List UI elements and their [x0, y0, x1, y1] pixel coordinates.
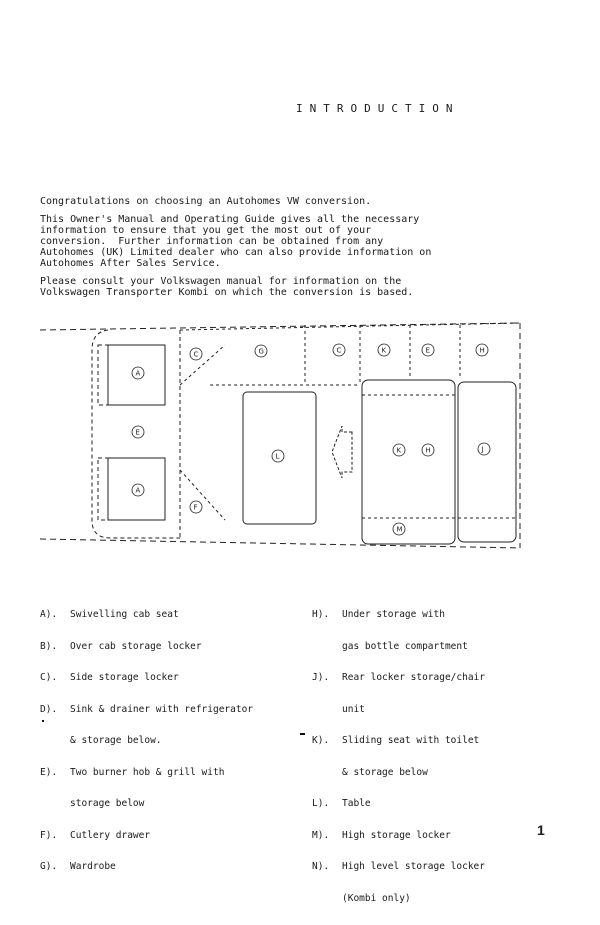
legend-item: L).Table [312, 798, 371, 809]
legend-item: B).Over cab storage locker [40, 640, 202, 652]
svg-text:L: L [276, 453, 280, 461]
intro-paragraph-1: Congratulations on choosing an Autohomes… [40, 196, 372, 207]
legend-item: F).Cutlery drawer [40, 829, 151, 841]
svg-text:M: M [397, 526, 403, 534]
manual-page: INTRODUCTION Congratulations on choosing… [39, 102, 545, 903]
svg-text:G: G [259, 348, 264, 356]
svg-text:E: E [136, 429, 140, 437]
svg-text:E: E [426, 347, 430, 355]
legend-item: J).Rear locker storage/chair [312, 672, 485, 683]
intro-paragraph-2: This Owner's Manual and Operating Guide … [40, 214, 432, 269]
svg-text:C: C [194, 351, 199, 359]
svg-text:H: H [480, 347, 485, 355]
side-units [179, 322, 521, 521]
legend-item: G).Wardrobe [40, 861, 116, 872]
legend-item: & storage below [342, 766, 428, 778]
legend-item: N).High level storage locker [312, 861, 485, 872]
legend-item: D).Sink & drainer with refrigerator [40, 703, 254, 715]
page-title: INTRODUCTION [296, 102, 460, 115]
legend-item: H).Under storage with [312, 609, 445, 620]
vehicle-outline [39, 322, 521, 549]
plan-label-markers: A E A C F G L C K E H K H J M [131, 343, 491, 536]
svg-text:K: K [382, 347, 387, 355]
direction-arrow-icon [331, 425, 353, 479]
legend-item: E).Two burner hob & grill with [40, 766, 225, 778]
svg-text:J: J [481, 446, 484, 454]
legend-item: gas bottle compartment [342, 640, 468, 652]
scan-speck [300, 733, 305, 735]
legend-item: storage below [70, 798, 145, 809]
table [242, 391, 317, 525]
vehicle-floor-plan: A E A C F G L C K E H K H J M [39, 322, 521, 549]
legend-item: C).Side storage locker [40, 672, 179, 683]
scan-speck [42, 720, 44, 722]
legend-item: A).Swivelling cab seat [40, 609, 179, 620]
legend-item: M).High storage locker [312, 829, 451, 841]
sliding-seat [361, 379, 456, 545]
svg-text:K: K [397, 447, 402, 455]
intro-paragraph-3: Please consult your Volkswagen manual fo… [40, 276, 414, 298]
legend-left: A).Swivelling cab seat B).Over cab stora… [40, 589, 253, 894]
page-number: 1 [537, 822, 545, 838]
cab-seat-rear [107, 457, 166, 521]
svg-text:C: C [337, 347, 342, 355]
svg-text:A: A [136, 370, 141, 378]
svg-text:A: A [136, 487, 141, 495]
legend-item: K).Sliding seat with toilet [312, 735, 480, 746]
svg-text:F: F [194, 504, 198, 512]
cab-seat-front [107, 344, 166, 406]
legend-right: H).Under storage with gas bottle compart… [312, 589, 485, 925]
legend-item: & storage below. [70, 735, 162, 746]
legend-item: unit [342, 703, 365, 715]
svg-text:H: H [426, 447, 431, 455]
legend-item: (Kombi only) [342, 892, 411, 904]
rear-locker [457, 381, 517, 543]
